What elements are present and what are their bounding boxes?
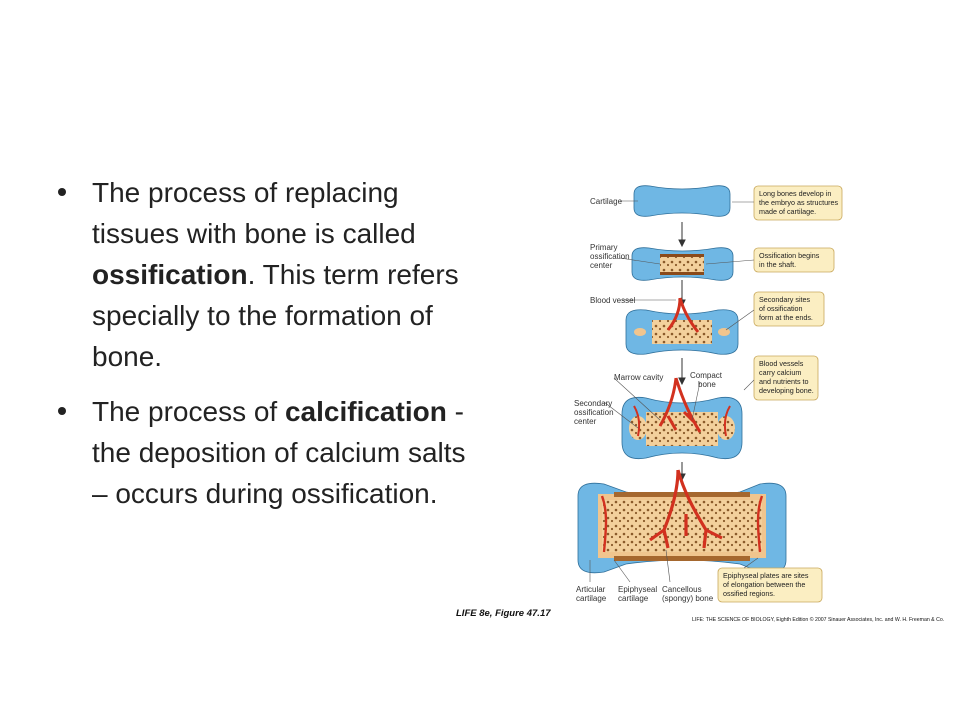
label-epiphyseal-2: cartilage [618,594,649,603]
label-articular-2: cartilage [576,594,607,603]
svg-text:Blood vessels: Blood vessels [759,359,804,368]
callout-4: Blood vessels carry calcium and nutrient… [743,355,819,401]
label-cancellous-1: Cancellous [662,585,702,594]
label-cancellous-2: (spongy) bone [662,594,714,603]
stage1-cartilage [633,185,731,217]
svg-text:of elongation between the: of elongation between the [723,580,805,589]
figure-caption-left: LIFE 8e, Figure 47.17 [456,608,551,619]
label-cartilage: Cartilage [590,197,623,206]
svg-text:Long bones develop in: Long bones develop in [759,189,831,198]
bullet-list: The process of replacing tissues with bo… [58,172,468,514]
stage2-bone [631,247,734,281]
label-secondary-2: ossification [574,408,614,417]
stage3-bone [625,297,739,355]
bullet-text: The process of [92,396,285,427]
callout-1: Long bones develop in the embryo as stru… [732,185,843,221]
callout-3: Secondary sites of ossification form at … [725,291,825,331]
text-content: The process of replacing tissues with bo… [58,172,468,528]
label-primary-1: Primary [590,243,618,252]
bold-term: ossification [92,259,248,290]
label-secondary-1: Secondary [574,399,612,408]
svg-text:in the shaft.: in the shaft. [759,260,796,269]
bullet-text: . This term refers specially to the form… [92,259,459,372]
svg-text:Epiphyseal plates are sites: Epiphyseal plates are sites [723,571,809,580]
svg-text:developing bone.: developing bone. [759,386,814,395]
callout-5: Epiphyseal plates are sites of elongatio… [717,557,823,603]
label-epiphyseal-1: Epiphyseal [618,585,657,594]
bullet-item: The process of calcification - the depos… [58,391,468,514]
svg-text:form at the ends.: form at the ends. [759,313,813,322]
bullet-dot [58,188,66,196]
svg-text:Secondary sites: Secondary sites [759,295,811,304]
stage4-bone [621,377,743,460]
label-primary-3: center [590,261,613,270]
svg-text:ossified regions.: ossified regions. [723,589,775,598]
stage5-bone [577,469,787,574]
svg-text:carry calcium: carry calcium [759,368,801,377]
label-secondary-3: center [574,417,597,426]
bold-term: calcification [284,396,447,427]
svg-text:Ossification begins: Ossification begins [759,251,820,260]
svg-text:of ossification: of ossification [759,304,803,313]
label-compact-2: bone [698,380,716,389]
bullet-dot [58,407,66,415]
label-primary-2: ossification [590,252,630,261]
leader-lines [589,200,701,583]
label-compact-1: Compact [690,371,723,380]
label-marrow-cavity: Marrow cavity [614,373,663,382]
label-articular-1: Articular [576,585,606,594]
svg-text:and nutrients to: and nutrients to [759,377,809,386]
callout-2: Ossification begins in the shaft. [705,247,835,273]
bullet-item: The process of replacing tissues with bo… [58,172,468,377]
bullet-text: The process of replacing tissues with bo… [92,177,416,249]
ossification-figure: Cartilage Primary ossification center Bl… [456,185,944,623]
svg-text:the embryo as structures: the embryo as structures [759,198,839,207]
label-blood-vessel: Blood vessel [590,296,636,305]
process-arrows [678,222,686,482]
bullet-text: - the deposition of calcium salts – occu… [92,396,466,509]
figure-caption-right: LIFE: THE SCIENCE OF BIOLOGY, Eighth Edi… [692,616,944,623]
svg-text:made of cartilage.: made of cartilage. [759,207,816,216]
